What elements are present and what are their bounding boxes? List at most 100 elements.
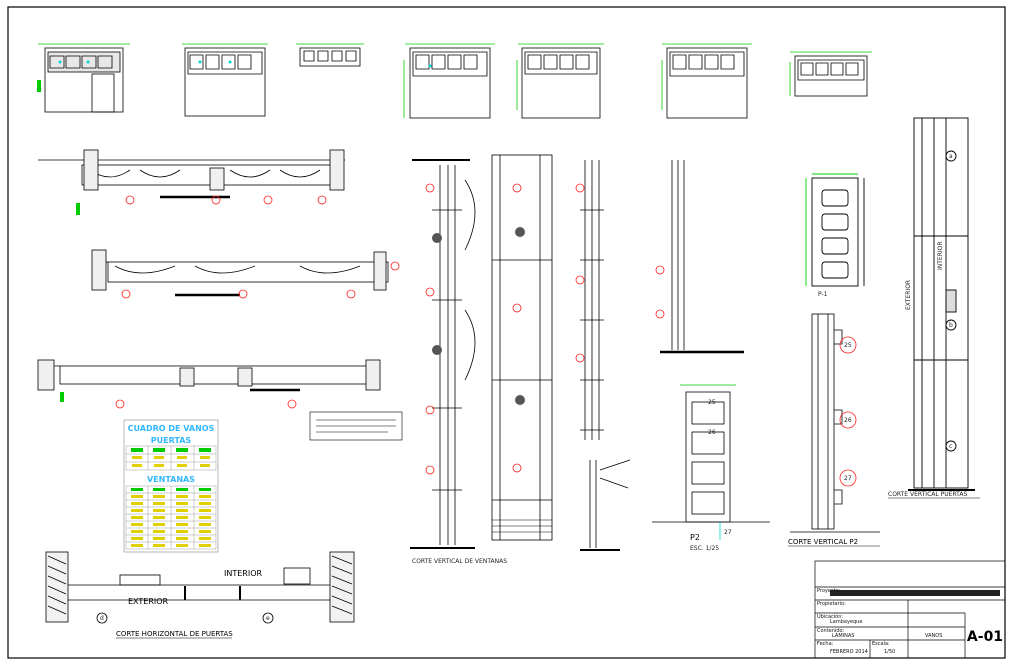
label-exterior-right: EXTERIOR (905, 280, 912, 310)
windows-table-cell (131, 523, 143, 526)
label-p2-scale: ESC. 1/25 (690, 545, 719, 552)
tb-project-label: Proyecto: (817, 588, 841, 594)
windows-table-cell (176, 544, 188, 547)
windows-table-cell (131, 544, 143, 547)
windows-table-cell (176, 530, 188, 533)
windows-table-cell (153, 488, 165, 491)
sill-sections (37, 149, 400, 409)
windows-table-cell (131, 502, 143, 505)
door-vertical-section (908, 117, 975, 491)
windows-table-cell (176, 509, 188, 512)
windows-rows (125, 485, 217, 550)
window-section-tags (425, 183, 665, 475)
label-interior-right: INTERIOR (937, 241, 944, 270)
windows-table-cell (199, 544, 211, 547)
door-horizontal-section (45, 551, 355, 624)
window-elevation-4 (403, 43, 495, 119)
thin-vertical-section (660, 160, 744, 354)
label-exterior-bottom: EXTERIOR (128, 597, 169, 606)
windows-table-cell (199, 530, 211, 533)
openings-table: CUADRO DE VANOS PUERTAS VENTANAS (123, 419, 219, 553)
windows-table-cell (131, 488, 143, 491)
tb-owner-label: Propietario: (817, 601, 846, 607)
windows-table-cell (131, 509, 143, 512)
windows-table-cell (199, 537, 211, 540)
window-elevation-6 (661, 43, 752, 119)
marker-b: b (949, 322, 953, 329)
window-elevation-1 (37, 43, 130, 113)
window-elevations (37, 43, 872, 119)
doors-rows (125, 445, 217, 471)
p2-section-tag-25: 25 (844, 342, 852, 349)
windows-table-cell (153, 509, 165, 512)
tb-scale-label: Escala: (872, 641, 890, 647)
window-elevation-5 (516, 43, 604, 119)
p2-tag-2: 26 (708, 429, 716, 436)
windows-table-cell (176, 516, 188, 519)
title-corte-vertical-puertas: CORTE VERTICAL PUERTAS (888, 491, 967, 498)
tb-content-value: LAMINAS (832, 633, 854, 639)
windows-table-cell (199, 523, 211, 526)
window-elevation-7 (789, 51, 872, 97)
sill-section-3 (37, 359, 381, 409)
windows-table-cell (153, 530, 165, 533)
label-interior-bottom: INTERIOR (224, 569, 263, 578)
windows-table-cell (199, 495, 211, 498)
window-vertical-section (410, 154, 631, 551)
tb-location-value: Lambayeque (830, 619, 862, 625)
windows-table-cell (153, 495, 165, 498)
windows-table-cell (176, 488, 188, 491)
tb-date-label: Fecha: (817, 641, 834, 647)
label-p1: P-1 (818, 291, 828, 298)
tb-scale-value: 1/50 (884, 649, 895, 655)
tb-date-value: FEBRERO 2014 (830, 649, 868, 655)
p2-tag-1: 25 (708, 399, 716, 406)
windows-table-cell (176, 537, 188, 540)
tb-content-label: Contenido: (817, 628, 845, 634)
p2-tag-3: 27 (724, 529, 732, 536)
windows-table-cell (131, 537, 143, 540)
windows-table-cell (131, 530, 143, 533)
tb-section-value: VANOS (925, 633, 942, 639)
windows-table-cell (153, 537, 165, 540)
marker-e: e (266, 615, 270, 622)
windows-table-cell (153, 523, 165, 526)
p2-vertical-section (790, 313, 880, 533)
label-p2: P2 (690, 533, 700, 542)
windows-table-cell (176, 502, 188, 505)
notes-box (309, 411, 403, 441)
openings-table-title: CUADRO DE VANOS (128, 424, 215, 433)
windows-table-cell (153, 544, 165, 547)
doors-header: PUERTAS (151, 436, 192, 445)
title-corte-vertical-p2: CORTE VERTICAL P2 (788, 538, 858, 546)
windows-table-cell (199, 502, 211, 505)
window-elevation-2 (182, 43, 268, 117)
windows-table-cell (176, 523, 188, 526)
windows-table-cell (176, 495, 188, 498)
title-corte-horizontal: CORTE HORIZONTAL DE PUERTAS (116, 630, 233, 638)
windows-table-cell (199, 509, 211, 512)
windows-table-cell (153, 502, 165, 505)
tb-location-label: Ubicación: (817, 613, 843, 620)
title-block (814, 560, 1006, 659)
windows-header: VENTANAS (147, 475, 195, 484)
tb-sheet-number: A-01 (967, 629, 1003, 645)
windows-table-cell (131, 516, 143, 519)
sill-section-2 (91, 249, 400, 299)
p2-section-tag-26: 26 (844, 417, 852, 424)
marker-c: c (949, 443, 952, 450)
door-p2-elevation (652, 384, 770, 540)
marker-a: a (949, 153, 953, 160)
sheet-border (7, 6, 1006, 659)
windows-table-cell (199, 516, 211, 519)
windows-table-cell (199, 488, 211, 491)
sill-section-1 (38, 149, 345, 215)
window-elevation-3 (296, 43, 364, 67)
title-corte-vertical-ventanas: CORTE VERTICAL DE VENTANAS (412, 558, 507, 565)
marker-d: d (100, 615, 104, 622)
door-p1-elevation (805, 173, 865, 287)
windows-table-cell (153, 516, 165, 519)
p2-section-tag-27: 27 (844, 475, 852, 482)
windows-table-cell (131, 495, 143, 498)
